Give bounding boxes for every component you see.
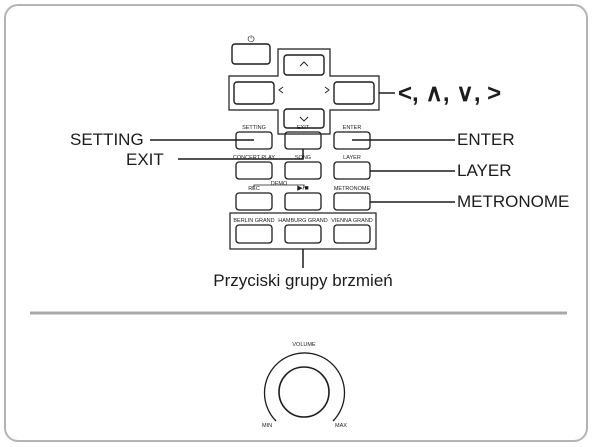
down-arrow-icon: [299, 116, 309, 122]
arrows-callout: <, ∧, ∨, >: [398, 80, 502, 107]
metronome-callout: METRONOME: [457, 192, 570, 211]
enter-label: ENTER: [342, 125, 362, 131]
berlin-grand-button[interactable]: [235, 224, 273, 244]
exit-label: EXIT: [296, 125, 310, 131]
left-arrow-icon: [278, 86, 284, 94]
up-button[interactable]: [283, 54, 325, 76]
play-stop-label: ▶/■: [297, 185, 309, 192]
vienna-grand-label: VIENNA GRAND: [331, 218, 373, 224]
right-button[interactable]: [333, 81, 375, 105]
song-button[interactable]: [284, 161, 322, 180]
exit-leader: [178, 149, 304, 160]
rec-label: REC: [248, 186, 260, 192]
volume-knob[interactable]: [278, 366, 330, 418]
illustration-frame: [4, 4, 588, 442]
concert-play-button[interactable]: [235, 161, 273, 180]
hamburg-grand-button[interactable]: [284, 224, 322, 244]
exit-callout: EXIT: [126, 150, 164, 169]
power-icon: ⏻: [247, 34, 255, 44]
volume-label: VOLUME: [292, 342, 316, 348]
play-stop-button[interactable]: [284, 192, 322, 211]
volume-arc: [263, 352, 346, 422]
rec-button[interactable]: [235, 192, 273, 211]
layer-callout: LAYER: [457, 161, 512, 180]
left-button[interactable]: [233, 81, 275, 105]
setting-label: SETTING: [242, 125, 266, 131]
setting-callout: SETTING: [70, 130, 144, 149]
down-button[interactable]: [283, 108, 325, 129]
volume-min-label: MIN: [261, 423, 273, 429]
demo-label: DEMO: [270, 181, 288, 187]
demo-bracket: [253, 184, 305, 188]
concert-play-label: CONCERT PLAY: [232, 155, 276, 161]
song-label: SONG: [294, 155, 312, 161]
metronome-button[interactable]: [333, 192, 371, 211]
layer-label: LAYER: [343, 155, 361, 161]
up-arrow-icon: [299, 61, 309, 67]
berlin-grand-label: BERLIN GRAND: [233, 218, 275, 224]
enter-callout: ENTER: [457, 130, 515, 149]
power-button[interactable]: [231, 43, 271, 65]
hamburg-grand-label: HAMBURG GRAND: [278, 218, 328, 224]
cursor-cluster: [228, 48, 380, 135]
volume-max-label: MAX: [335, 423, 347, 429]
layer-button[interactable]: [333, 161, 371, 180]
vienna-grand-button[interactable]: [333, 224, 371, 244]
right-arrow-icon: [324, 86, 330, 94]
tone-group-callout: Przyciski grupy brzmień: [213, 271, 393, 290]
metronome-label: METRONOME: [333, 186, 371, 192]
